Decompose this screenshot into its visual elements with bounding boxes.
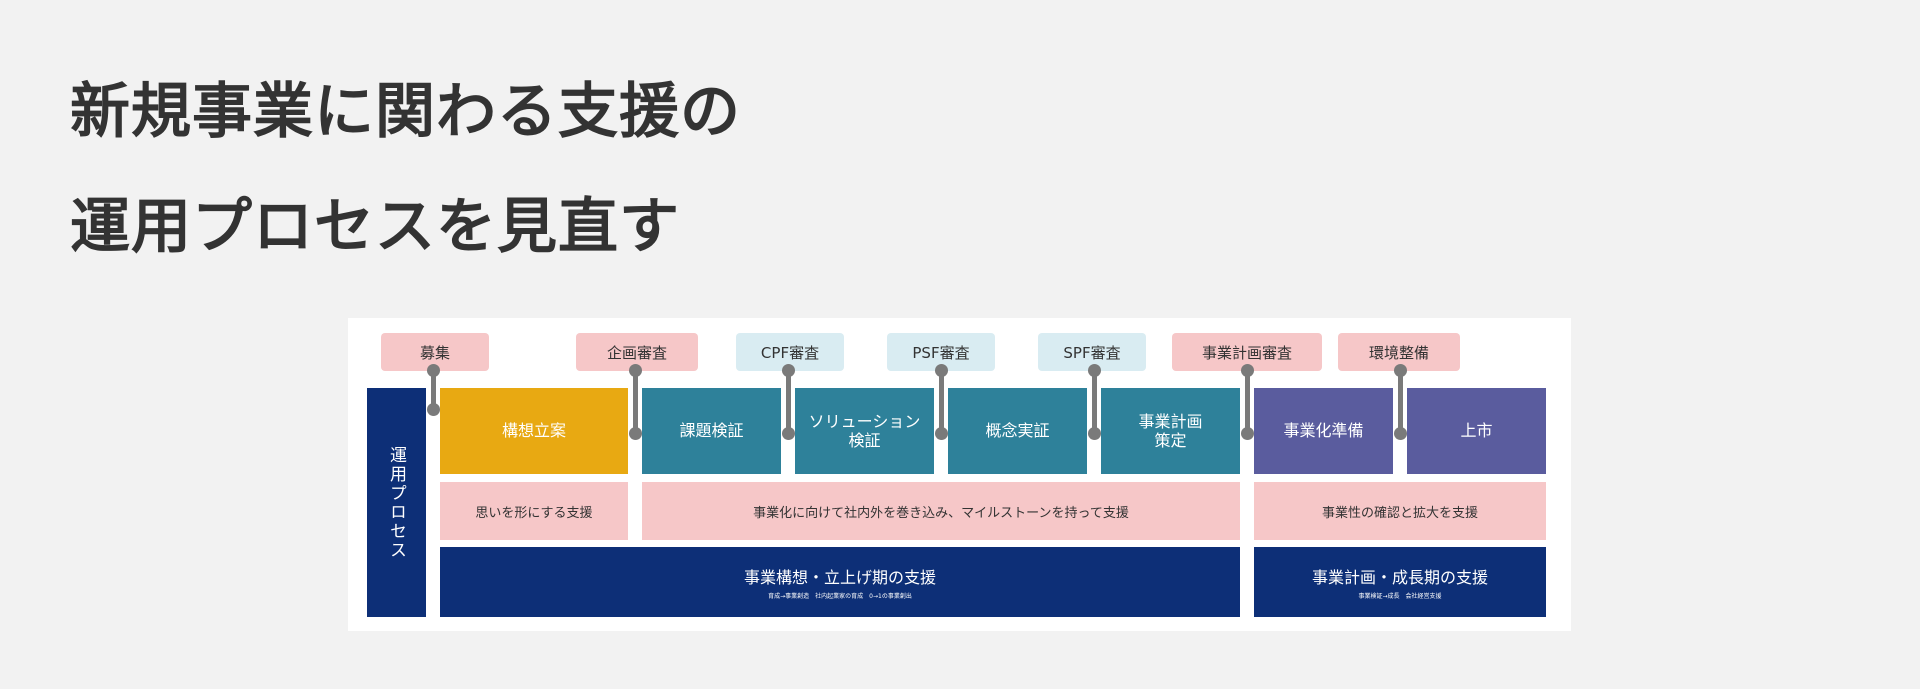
gate-connector-dot [629,364,642,377]
gate-connector-dot [782,364,795,377]
stage-commercialization-prep: 事業化準備 [1254,388,1393,474]
gate-connector-dot [1088,427,1101,440]
gate-connector-dot [935,427,948,440]
gate-connector-dot [1394,364,1407,377]
gate-connector-dot [1394,427,1407,440]
page-title-line-2: 運用プロセスを見直す [70,192,680,262]
gate-connector-line [786,370,791,433]
gate-environment-setup: 環境整備 [1338,333,1460,371]
gate-connector-line [939,370,944,433]
phase-band-growth: 事業計画・成長期の支援 事業検証→成長 会社経営支援 [1254,547,1546,617]
gate-connector-dot [935,364,948,377]
gate-connector-dot [629,427,642,440]
gate-connector-line [1245,370,1250,433]
stage-concept-planning: 構想立案 [440,388,628,474]
phase-band-growth-subtitle: 事業検証→成長 会社経営支援 [1358,593,1442,600]
side-label-operation-process: 運用プロセス [367,388,426,617]
stage-problem-validation: 課題検証 [642,388,781,474]
gate-connector-dot [782,427,795,440]
gate-connector-line [1398,370,1403,433]
stage-solution-validation: ソリューション 検証 [795,388,934,474]
gate-connector-line [1092,370,1097,433]
gate-connector-dot [1088,364,1101,377]
gate-connector-dot [427,403,440,416]
gate-connector-line [633,370,638,433]
stage-business-plan: 事業計画 策定 [1101,388,1240,474]
support-idea-shaping: 思いを形にする支援 [440,482,628,540]
support-milestone-driven: 事業化に向けて社内外を巻き込み、マイルストーンを持って支援 [642,482,1240,540]
gate-connector-line [431,370,436,409]
side-label-text: 運用プロセス [386,445,406,560]
phase-band-launch-title: 事業構想・立上げ期の支援 [743,568,936,587]
stage-market-launch: 上市 [1407,388,1546,474]
support-business-scaling: 事業性の確認と拡大を支援 [1254,482,1546,540]
gate-connector-dot [1241,427,1254,440]
gate-connector-dot [1241,364,1254,377]
gate-connector-dot [427,364,440,377]
phase-band-launch: 事業構想・立上げ期の支援 育成→事業創造 社内起業家の育成 0→1の事業創出 [440,547,1240,617]
stage-proof-of-concept: 概念実証 [948,388,1087,474]
phase-band-launch-subtitle: 育成→事業創造 社内起業家の育成 0→1の事業創出 [768,593,912,600]
phase-band-growth-title: 事業計画・成長期の支援 [1311,568,1488,587]
page-title-line-1: 新規事業に関わる支援の [70,77,741,147]
process-diagram: 募集 企画審査 CPF審査 PSF審査 SPF審査 事業計画審査 環境整備 運用… [348,318,1571,631]
